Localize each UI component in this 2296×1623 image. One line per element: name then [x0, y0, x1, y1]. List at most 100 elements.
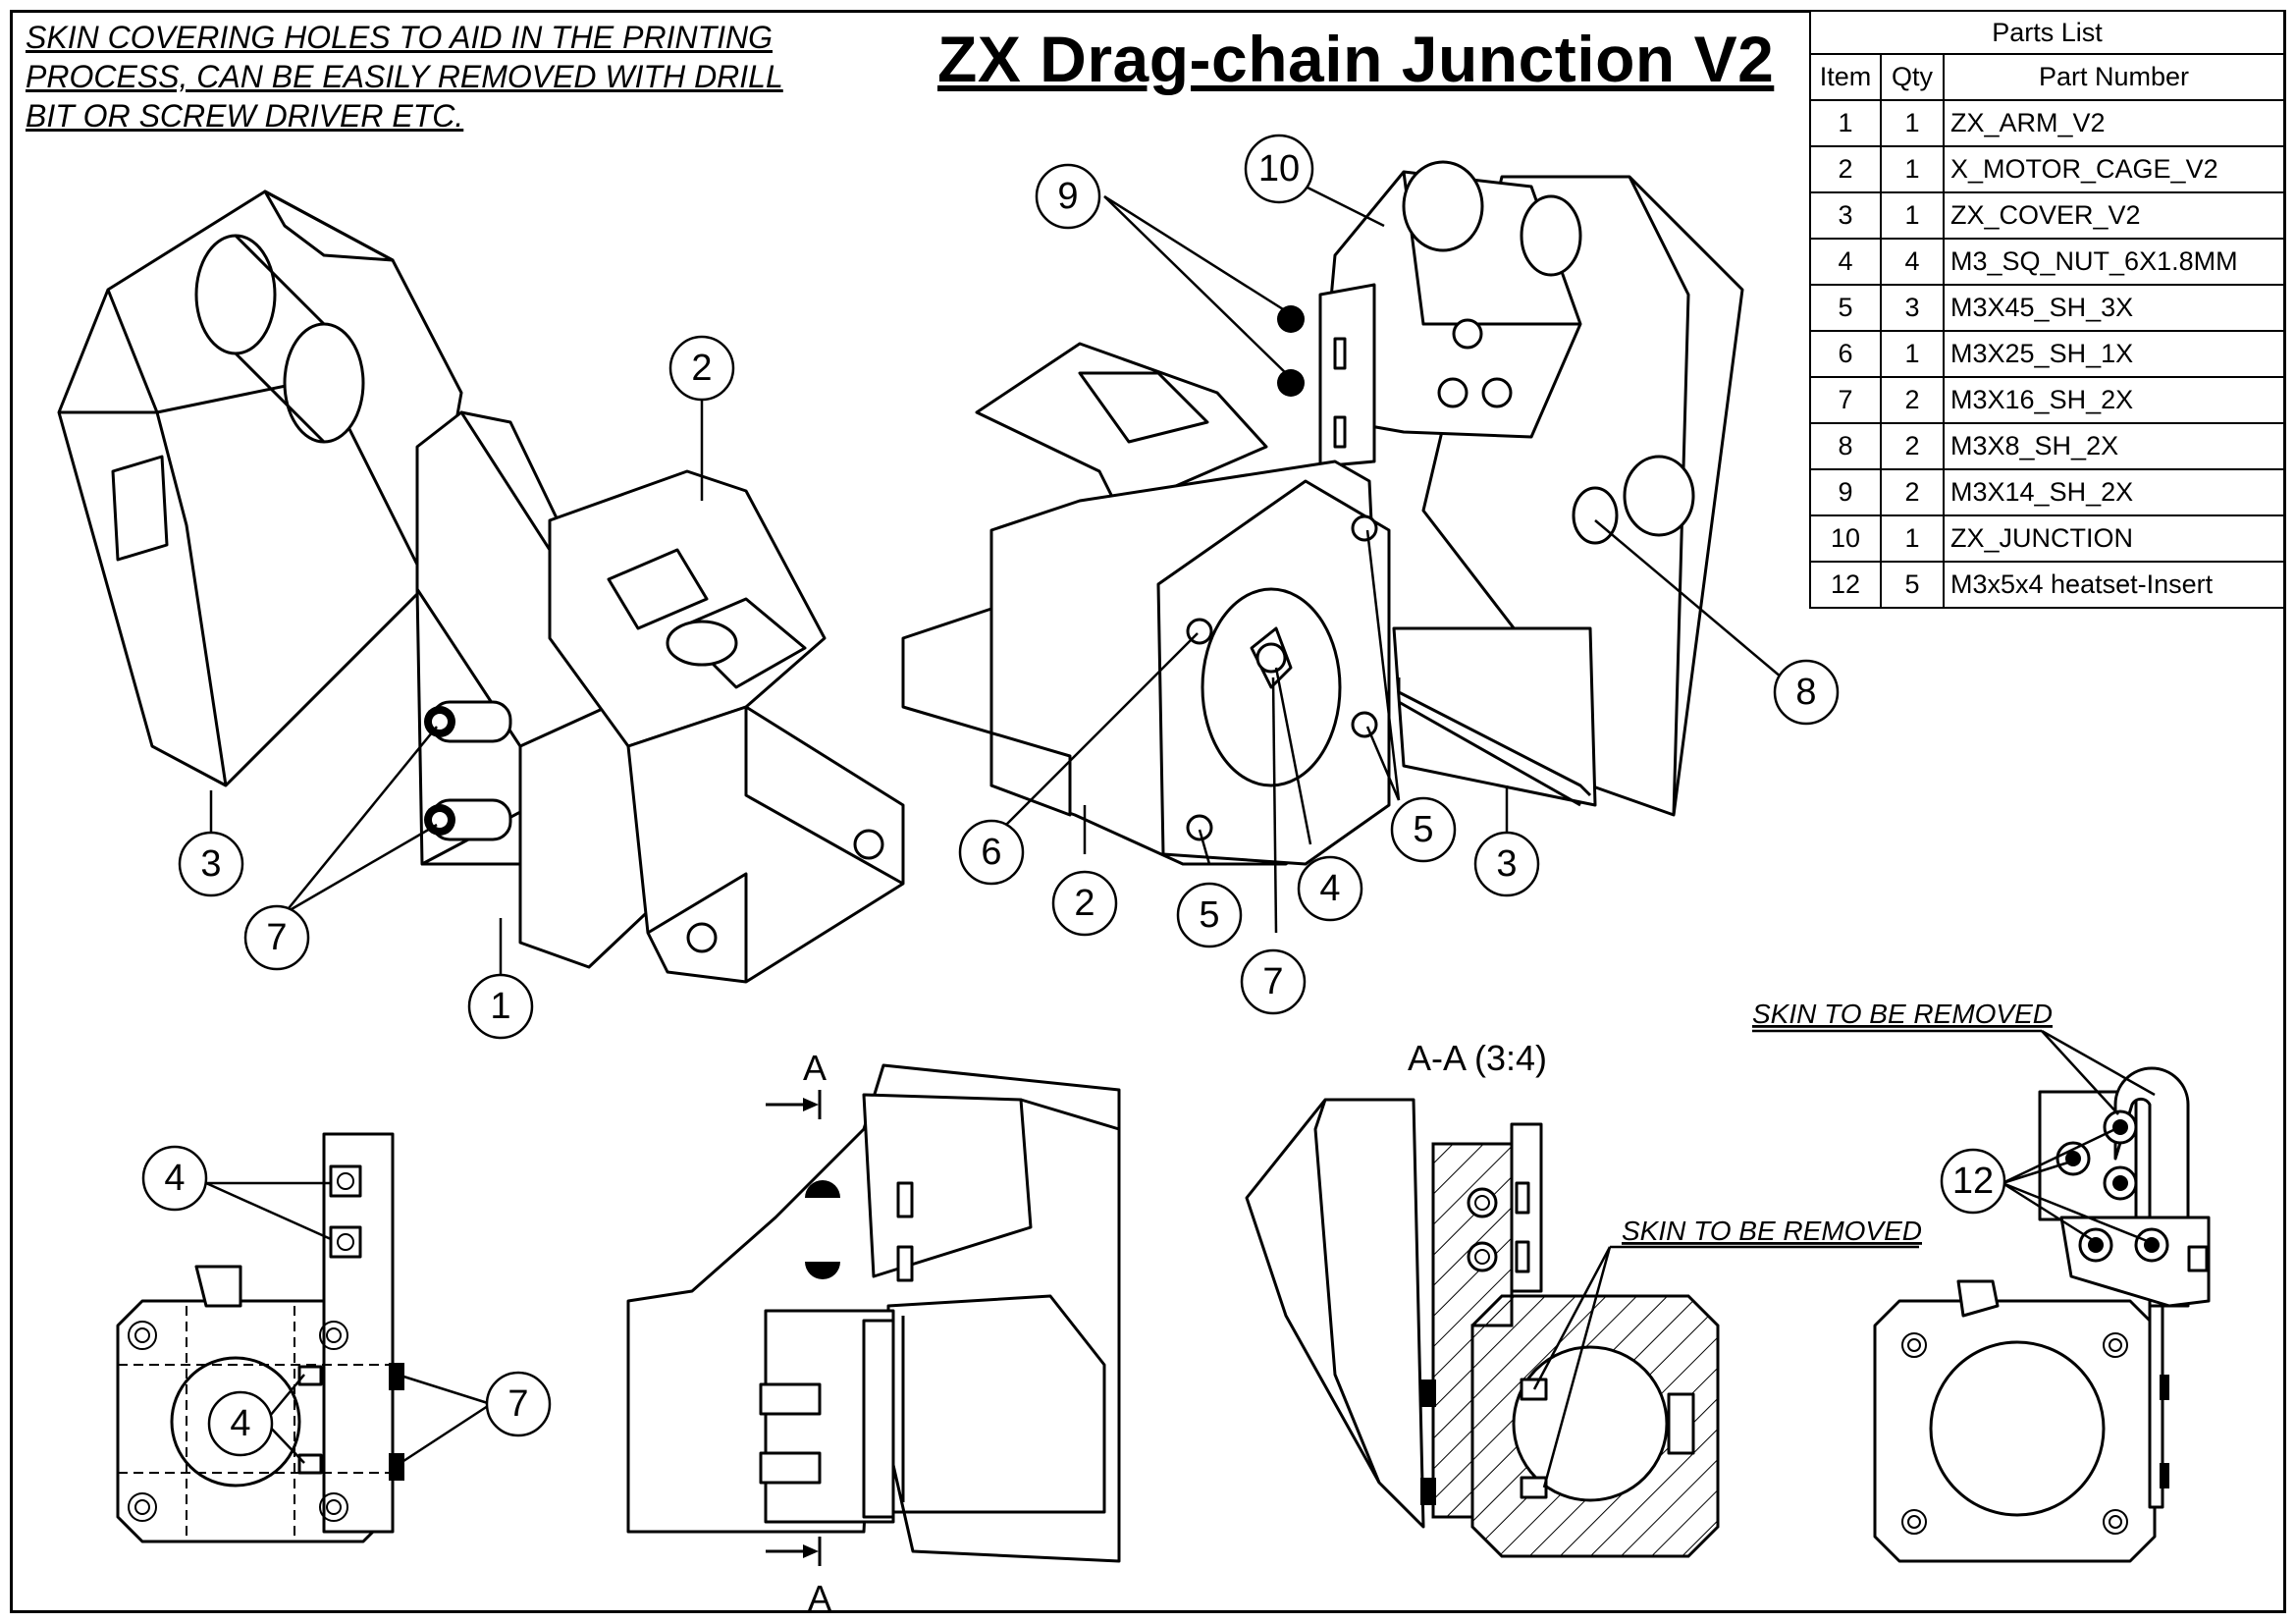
svg-text:4: 4 [1319, 868, 1340, 909]
svg-text:2: 2 [1074, 883, 1095, 924]
svg-text:9: 9 [1057, 176, 1078, 217]
note-line-3: BIT OR SCREW DRIVER ETC. [26, 98, 464, 134]
parts-cell-part: M3X16_SH_2X [1943, 376, 2285, 424]
iso-view-left [57, 189, 905, 984]
balloon-4-center: 4 [207, 1390, 274, 1457]
parts-cell-item: 10 [1809, 514, 1882, 563]
parts-cell-part: M3X8_SH_2X [1943, 422, 2285, 470]
parts-cell-item: 3 [1809, 191, 1882, 240]
svg-text:7: 7 [1262, 961, 1283, 1002]
parts-cell-item: 5 [1809, 284, 1882, 332]
parts-cell-item: 12 [1809, 561, 1882, 609]
parts-cell-qty: 4 [1880, 238, 1945, 286]
svg-text:3: 3 [200, 843, 221, 885]
svg-text:12: 12 [1952, 1161, 1994, 1202]
parts-cell-part: ZX_JUNCTION [1943, 514, 2285, 563]
balloon-10: 10 [1244, 134, 1314, 204]
svg-text:3: 3 [1496, 843, 1517, 885]
balloon-12: 12 [1940, 1148, 2006, 1215]
parts-cell-qty: 2 [1880, 422, 1945, 470]
balloon-7-front: 7 [485, 1371, 552, 1437]
parts-cell-item: 9 [1809, 468, 1882, 516]
parts-list-caption: Parts List [1809, 10, 2285, 55]
svg-text:7: 7 [507, 1383, 528, 1425]
balloon-2-left: 2 [668, 335, 735, 402]
balloon-7-right: 7 [1240, 948, 1307, 1015]
svg-text:5: 5 [1413, 809, 1433, 850]
section-label: A-A (3:4) [1408, 1038, 1547, 1078]
printing-skin-note: SKIN COVERING HOLES TO AID IN THE PRINTI… [26, 18, 783, 135]
parts-cell-part: M3X25_SH_1X [1943, 330, 2285, 378]
section-view-a-a [1245, 1098, 1919, 1558]
header-qty: Qty [1880, 53, 1945, 101]
parts-cell-qty: 1 [1880, 99, 1945, 147]
drawing-title: ZX Drag-chain Junction V2 [937, 23, 1775, 95]
parts-cell-item: 7 [1809, 376, 1882, 424]
note-line-2: PROCESS, CAN BE EASILY REMOVED WITH DRIL… [26, 59, 783, 94]
header-item: Item [1809, 53, 1882, 101]
balloon-8: 8 [1773, 659, 1840, 726]
parts-cell-qty: 3 [1880, 284, 1945, 332]
parts-cell-item: 4 [1809, 238, 1882, 286]
parts-cell-item: 6 [1809, 330, 1882, 378]
svg-text:1: 1 [490, 986, 510, 1027]
parts-cell-qty: 1 [1880, 514, 1945, 563]
svg-text:6: 6 [981, 832, 1001, 873]
balloon-3-right: 3 [1473, 831, 1540, 897]
section-marker-top: A [803, 1048, 827, 1088]
balloon-9: 9 [1035, 163, 1101, 230]
balloon-3-left: 3 [178, 831, 244, 897]
parts-cell-qty: 1 [1880, 191, 1945, 240]
parts-cell-item: 2 [1809, 145, 1882, 193]
parts-cell-item: 1 [1809, 99, 1882, 147]
balloon-4-iso: 4 [1297, 855, 1363, 922]
note-line-1: SKIN COVERING HOLES TO AID IN THE PRINTI… [26, 20, 773, 55]
parts-cell-part: M3X45_SH_3X [1943, 284, 2285, 332]
balloon-6: 6 [958, 819, 1025, 886]
drawing-border [10, 10, 2286, 1613]
svg-text:2: 2 [691, 348, 712, 389]
rear-view-inserts [1752, 1029, 2211, 1563]
section-skin-note: SKIN TO BE REMOVED [1622, 1216, 1922, 1246]
parts-cell-qty: 2 [1880, 376, 1945, 424]
parts-cell-qty: 2 [1880, 468, 1945, 516]
balloon-5-right: 5 [1390, 796, 1457, 863]
leader-lines [205, 185, 2151, 1467]
svg-text:7: 7 [266, 917, 287, 958]
parts-cell-item: 8 [1809, 422, 1882, 470]
balloon-4-top: 4 [141, 1145, 208, 1212]
parts-cell-part: M3x5x4 heatset-Insert [1943, 561, 2285, 609]
balloon-2-right: 2 [1051, 870, 1118, 937]
balloon-1: 1 [467, 973, 534, 1040]
iso-view-right [901, 160, 1744, 866]
parts-cell-part: ZX_COVER_V2 [1943, 191, 2285, 240]
parts-cell-part: M3X14_SH_2X [1943, 468, 2285, 516]
parts-cell-part: ZX_ARM_V2 [1943, 99, 2285, 147]
right-skin-note: SKIN TO BE REMOVED [1752, 999, 2053, 1029]
section-marker-bottom: A [808, 1578, 831, 1618]
svg-text:8: 8 [1795, 672, 1816, 713]
balloon-7-left: 7 [243, 904, 310, 971]
parts-cell-qty: 1 [1880, 330, 1945, 378]
parts-cell-qty: 1 [1880, 145, 1945, 193]
svg-text:4: 4 [230, 1403, 250, 1444]
parts-cell-part: X_MOTOR_CAGE_V2 [1943, 145, 2285, 193]
side-view-section-marks [626, 1063, 1121, 1566]
svg-text:10: 10 [1258, 148, 1300, 189]
header-part-number: Part Number [1943, 53, 2285, 101]
parts-cell-qty: 5 [1880, 561, 1945, 609]
